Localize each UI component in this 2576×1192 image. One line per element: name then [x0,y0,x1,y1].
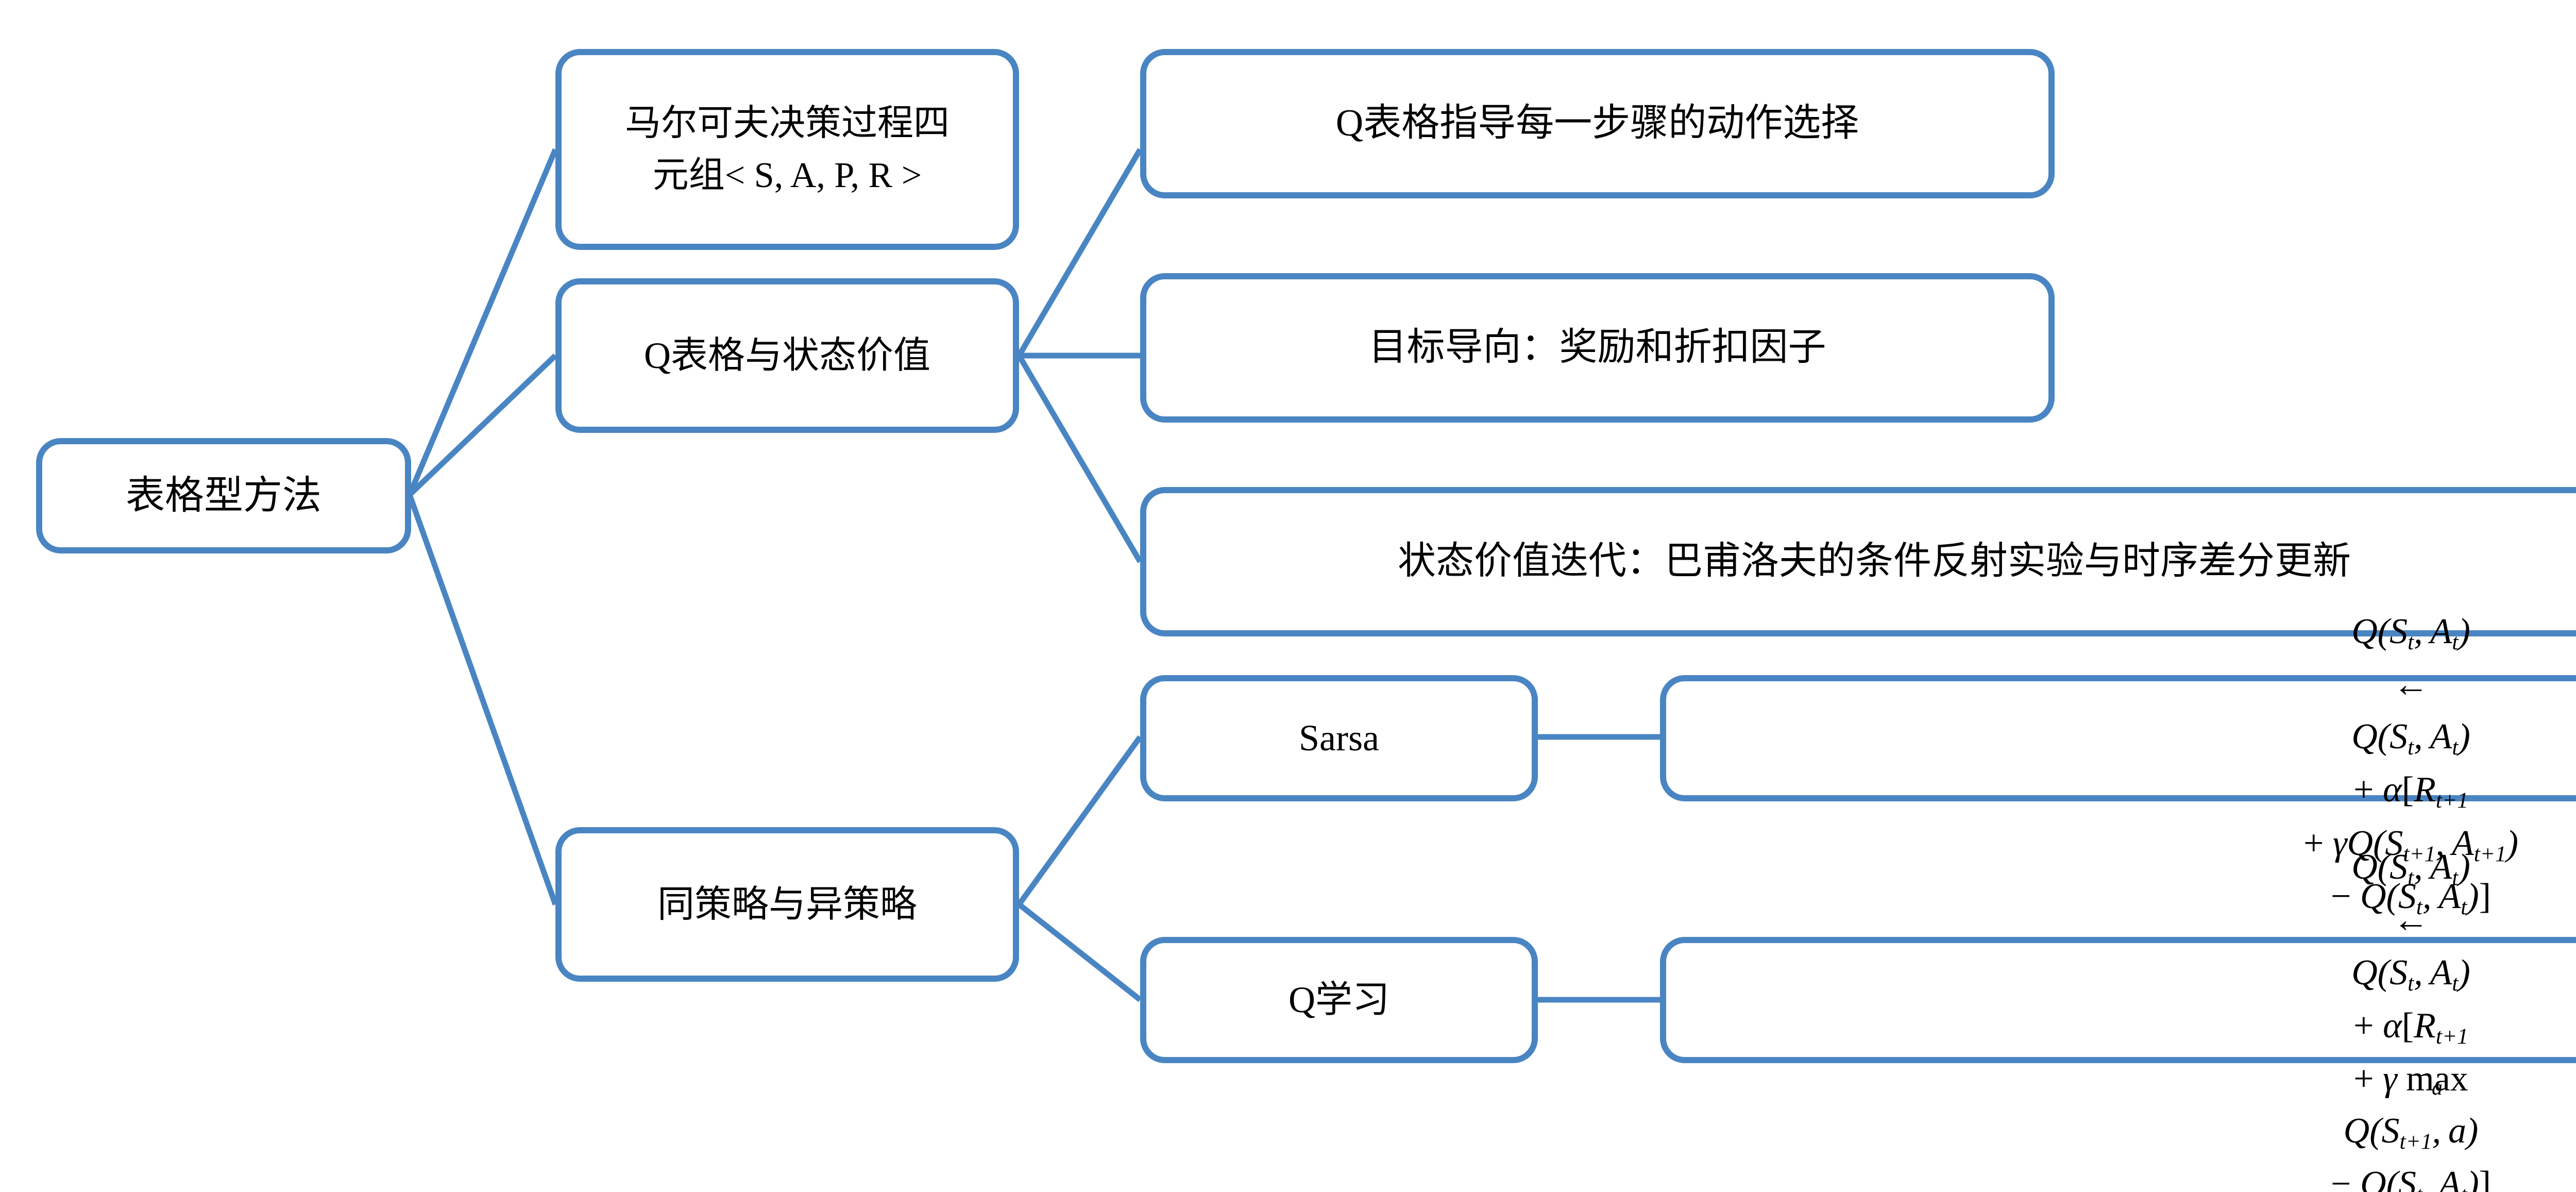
edge-qtable-to-qguides [1016,148,1143,357]
edge-root-to-onoffpolicy [406,494,558,905]
node-qlearning-label: Q学习 [1289,979,1389,1021]
node-mdp[interactable]: 马尔可夫决策过程四 元组< S, A, P, R > [555,49,1019,250]
node-sarsa-formula-label: Q(St, At) ← Q(St, At) + α[Rt+1 + γQ(St+1… [2303,611,2519,919]
node-sarsa-formula[interactable]: Q(St, At) ← Q(St, At) + α[Rt+1 + γQ(St+1… [1660,612,2576,919]
node-sarsa[interactable]: Sarsa [1140,675,1538,801]
edge-root-to-qtable [408,354,557,497]
edge-policy-to-sarsa [1016,735,1143,906]
node-qtable-state-value-label: Q表格与状态价值 [644,334,930,376]
node-on-off-policy[interactable]: 同策略与异策略 [555,827,1019,982]
node-qtable-state-value[interactable]: Q表格与状态价值 [555,278,1019,433]
edge-policy-to-qlearning [1017,902,1142,1002]
edge-root-to-mdp [406,148,558,496]
node-q-guides-action-label: Q表格指导每一步骤的动作选择 [1335,102,1859,145]
edge-qtable-to-iteration [1016,354,1143,563]
node-mdp-label: 马尔可夫决策过程四 元组< S, A, P, R > [625,103,950,196]
node-goal-oriented-label: 目标导向：奖励和折扣因子 [1368,326,1826,369]
node-goal-oriented[interactable]: 目标导向：奖励和折扣因子 [1140,273,2055,423]
node-root-label: 表格型方法 [126,474,321,517]
node-sarsa-label: Sarsa [1299,717,1379,759]
node-qlearning[interactable]: Q学习 [1140,937,1538,1063]
node-state-value-iteration[interactable]: 状态价值迭代：巴甫洛夫的条件反射实验与时序差分更新 [1140,487,2576,636]
node-q-guides-action[interactable]: Q表格指导每一步骤的动作选择 [1140,49,2055,198]
node-root[interactable]: 表格型方法 [36,438,411,553]
node-state-value-iteration-label: 状态价值迭代：巴甫洛夫的条件反射实验与时序差分更新 [1398,540,2351,583]
node-on-off-policy-label: 同策略与异策略 [657,883,917,925]
